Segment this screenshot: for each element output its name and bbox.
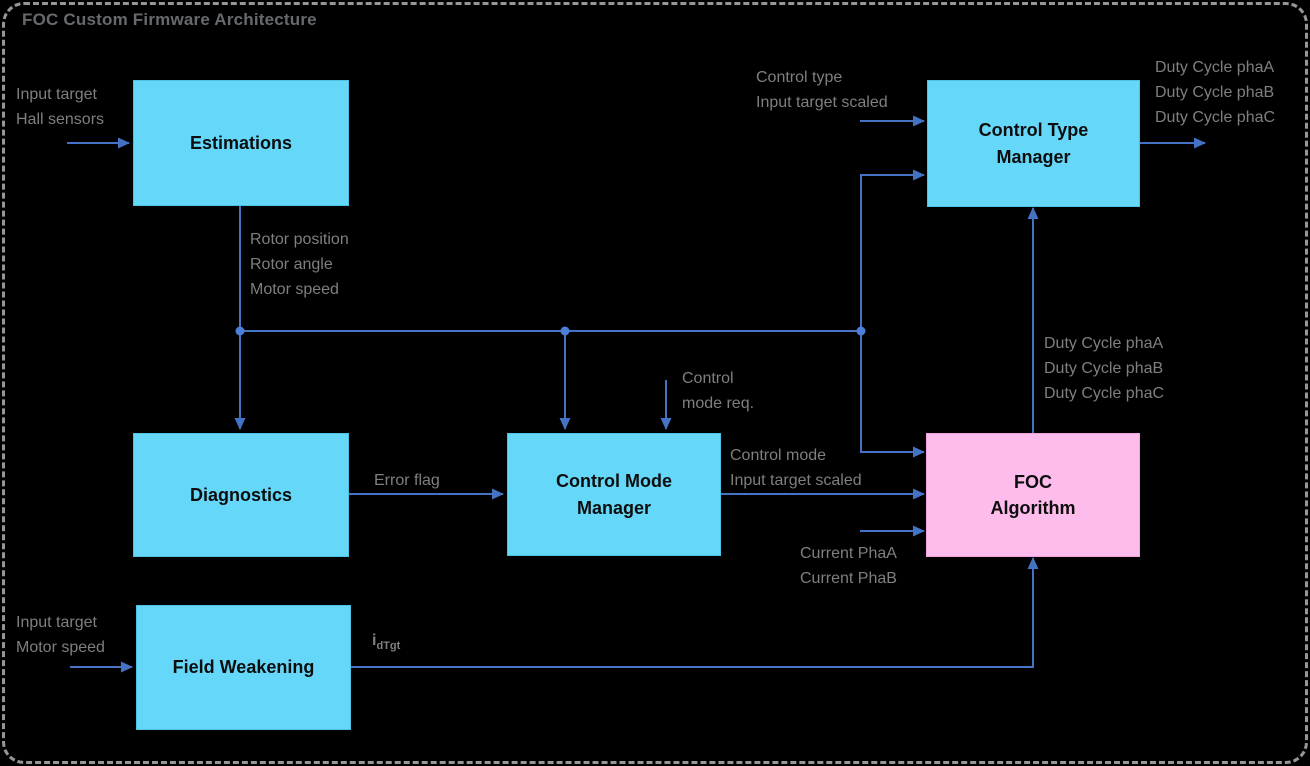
label-control-mode-request: Control mode req. — [682, 370, 755, 412]
label-idtgt-base: i — [372, 632, 377, 649]
arrow-fieldweakening-to-foc — [349, 557, 1039, 668]
label-current-inputs: Current PhaA Current PhaB — [800, 545, 897, 587]
junction-dot — [856, 326, 866, 336]
block-control-type-manager: Control Type Manager — [927, 80, 1140, 207]
label-duty-cycle-foc-to-ctm: Duty Cycle phaA Duty Cycle phaB Duty Cyc… — [1044, 335, 1165, 402]
label-idtgt: idTgt — [372, 628, 400, 659]
label-estimations-inputs: Input target Hall sensors — [16, 86, 105, 128]
label-field-weakening-inputs: Input target Motor speed — [16, 614, 105, 656]
block-control-mode-manager: Control Mode Manager — [507, 433, 721, 556]
block-estimations: Estimations — [133, 80, 349, 206]
label-error-flag: Error flag — [374, 472, 440, 489]
block-diagnostics: Diagnostics — [133, 433, 349, 557]
label-control-mode-outputs: Control mode Input target scaled — [730, 447, 862, 489]
label-control-type-inputs: Control type Input target scaled — [756, 69, 888, 111]
diagram-title: FOC Custom Firmware Architecture — [22, 10, 317, 29]
block-field-weakening: Field Weakening — [136, 605, 351, 730]
junction-dot — [235, 326, 245, 336]
label-duty-cycle-outputs: Duty Cycle phaA Duty Cycle phaB Duty Cyc… — [1155, 59, 1276, 126]
label-estimations-outputs: Rotor position Rotor angle Motor speed — [250, 231, 349, 298]
label-idtgt-sub: dTgt — [376, 640, 401, 653]
arrow-bus-to-foc-algorithm — [860, 331, 925, 458]
arrow-bus-to-control-type-manager — [860, 169, 925, 331]
block-foc-algorithm: FOC Algorithm — [926, 433, 1140, 557]
junction-dot — [560, 326, 570, 336]
